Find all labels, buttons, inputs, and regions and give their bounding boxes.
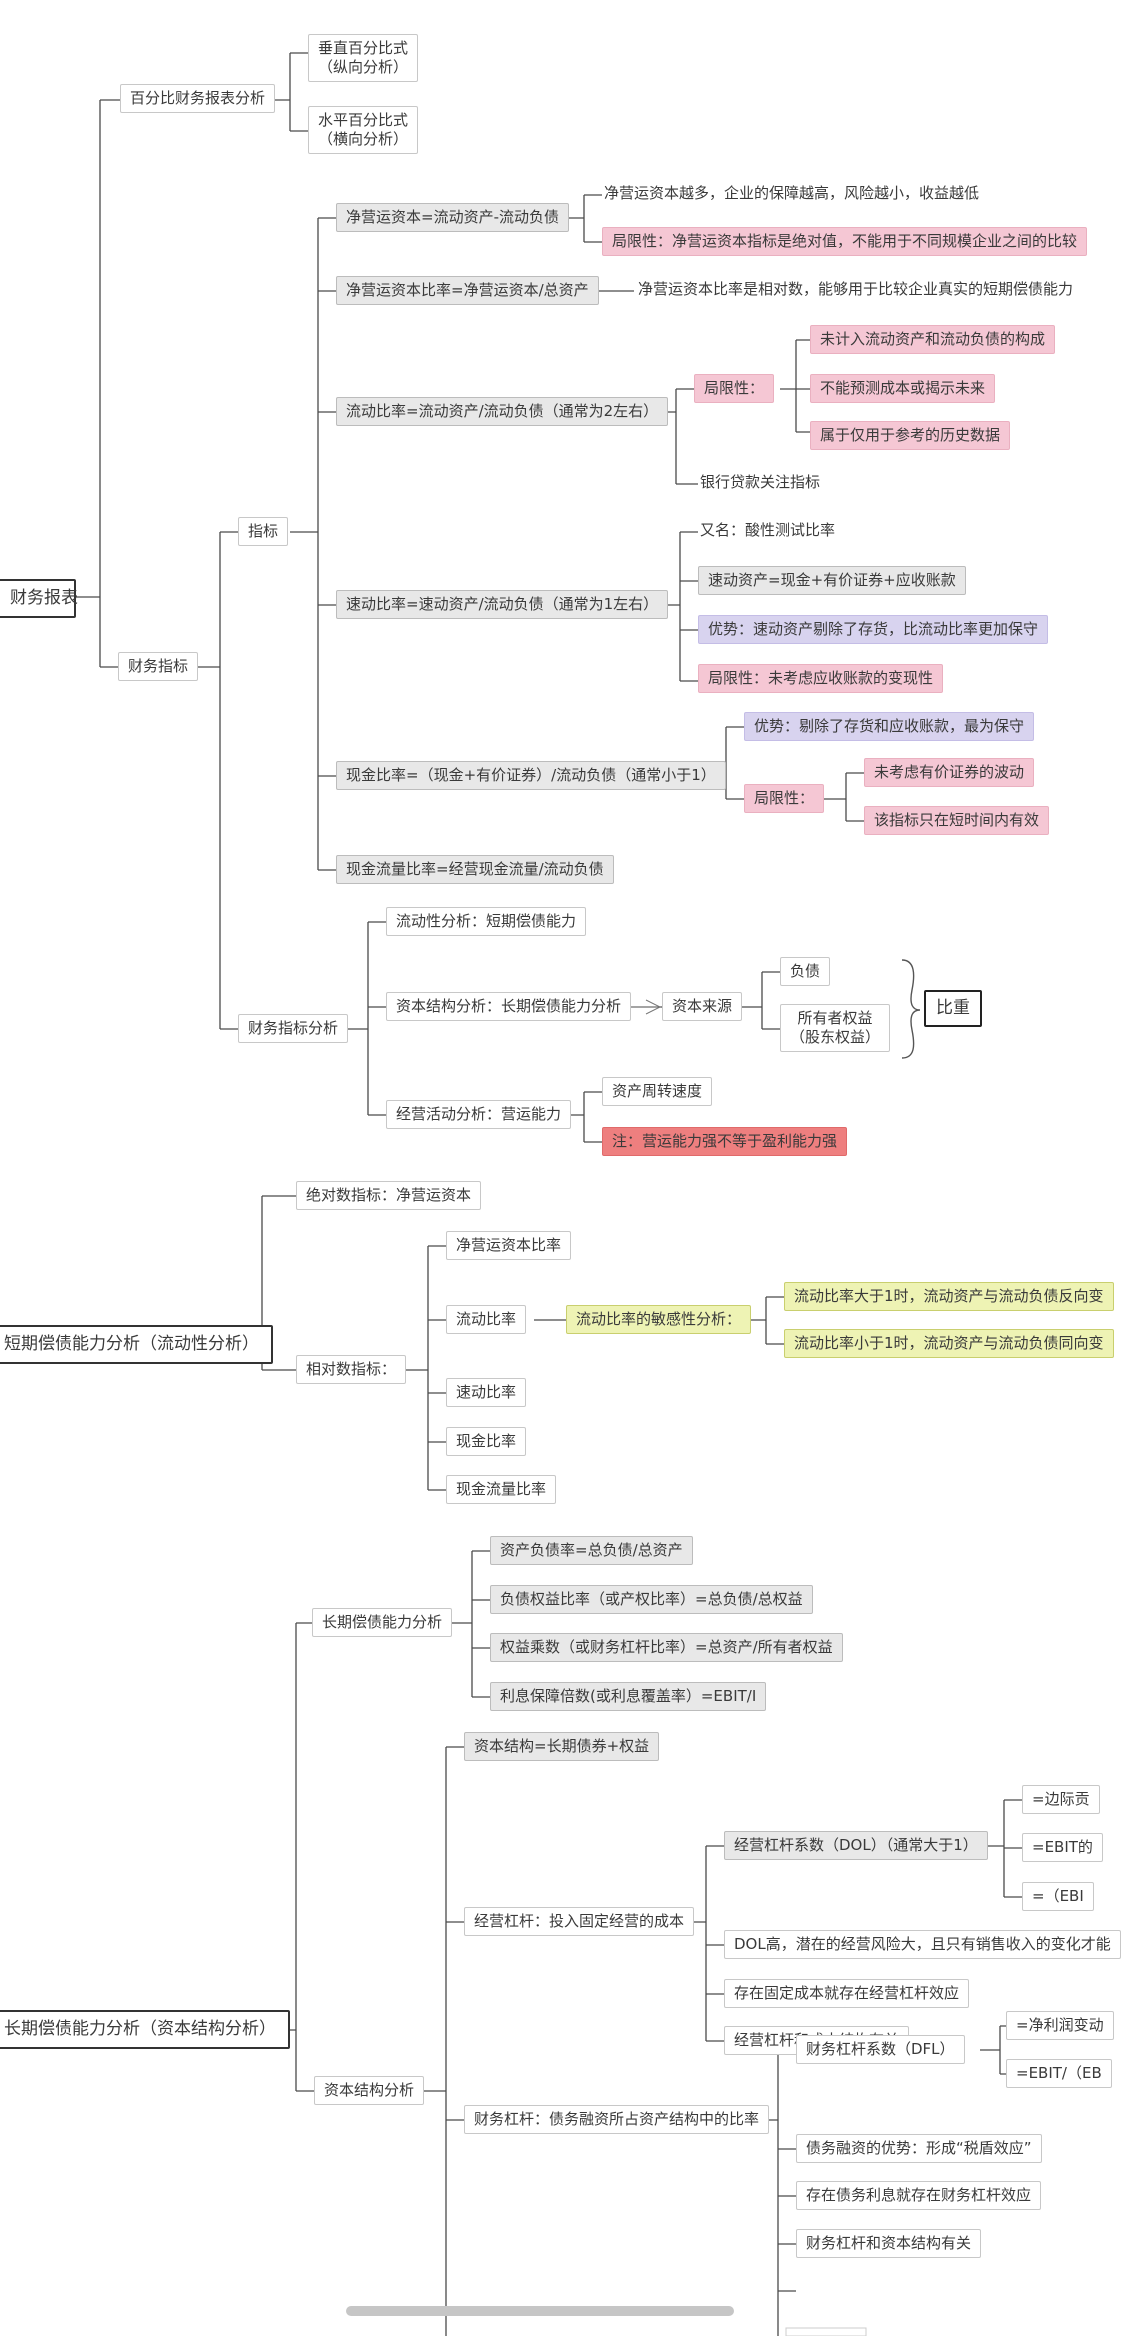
- node-nwc-limitation[interactable]: 局限性：净营运资本指标是绝对值，不能用于不同规模企业之间的比较: [602, 227, 1088, 256]
- node-dfl-formula-2[interactable]: =EBIT/（EB: [1006, 2059, 1112, 2088]
- node-capital-structure-formula[interactable]: 资本结构=长期债券+权益: [464, 1732, 660, 1761]
- node-quick-assets[interactable]: 速动资产=现金+有价证券+应收账款: [698, 566, 966, 595]
- node-capital-structure[interactable]: 资本结构分析: [314, 2076, 425, 2105]
- node-operating-note[interactable]: 注：营运能力强不等于盈利能力强: [602, 1127, 848, 1156]
- node-limit-forecast[interactable]: 不能预测成本或揭示未来: [810, 374, 996, 403]
- node-proportion[interactable]: 比重: [924, 990, 982, 1027]
- node-capital-structure-analysis[interactable]: 资本结构分析：长期偿债能力分析: [386, 992, 632, 1021]
- node-financial-leverage[interactable]: 财务杠杆：债务融资所占资产结构中的比率: [464, 2105, 770, 2134]
- node-cash-securities-volatility[interactable]: 未考虑有价证券的波动: [864, 758, 1035, 787]
- node-cash-limitation[interactable]: 局限性：: [744, 784, 825, 813]
- mind-map: 财务报表 百分比财务报表分析 垂直百分比式 （纵向分析） 水平百分比式 （横向分…: [0, 34, 1121, 2336]
- node-dol-risk[interactable]: DOL高，潜在的经营风险大，且只有销售收入的变化才能: [724, 1930, 1121, 1959]
- node-current-ratio[interactable]: 流动比率=流动资产/流动负债（通常为2左右）: [336, 397, 669, 426]
- node-ratio-above-one[interactable]: 流动比率大于1时，流动资产与流动负债反向变: [784, 1282, 1114, 1311]
- node-dfl-formula-1[interactable]: =净利润变动: [1006, 2011, 1114, 2040]
- node-ratio-below-one[interactable]: 流动比率小于1时，流动资产与流动负债同向变: [784, 1329, 1114, 1358]
- node-limit-historical[interactable]: 属于仅用于参考的历史数据: [810, 421, 1011, 450]
- node-dol-formula-2[interactable]: =EBIT的: [1022, 1833, 1103, 1862]
- node-cash-short-term[interactable]: 该指标只在短时间内有效: [864, 806, 1050, 835]
- node-indicators[interactable]: 指标: [238, 517, 289, 546]
- node-dol-formula-1[interactable]: =边际贡: [1022, 1785, 1100, 1814]
- node-bank-loan[interactable]: 银行贷款关注指标: [700, 473, 821, 491]
- node-rel-cash-flow-ratio[interactable]: 现金流量比率: [446, 1475, 557, 1504]
- node-current-ratio-limitation[interactable]: 局限性：: [694, 374, 775, 403]
- node-vertical-percentage[interactable]: 垂直百分比式 （纵向分析）: [308, 34, 419, 82]
- node-interest-coverage[interactable]: 利息保障倍数(或利息覆盖率）=EBIT/I: [490, 1682, 767, 1711]
- node-acid-test[interactable]: 又名：酸性测试比率: [700, 521, 836, 539]
- node-quick-advantage[interactable]: 优势：速动资产剔除了存货，比流动比率更加保守: [698, 615, 1049, 644]
- node-dol-formula-3[interactable]: =（EBI: [1022, 1882, 1094, 1911]
- node-dol[interactable]: 经营杠杆系数（DOL）（通常大于1）: [724, 1831, 988, 1860]
- root-node-financial-statements[interactable]: 财务报表: [0, 579, 78, 618]
- node-asset-turnover[interactable]: 资产周转速度: [602, 1077, 713, 1106]
- root-node-long-term-solvency[interactable]: 长期偿债能力分析（资本结构分析）: [0, 2010, 290, 2049]
- node-financial-indicators[interactable]: 财务指标: [118, 652, 199, 681]
- node-sensitivity-analysis[interactable]: 流动比率的敏感性分析：: [566, 1305, 752, 1334]
- node-indicator-analysis[interactable]: 财务指标分析: [238, 1014, 349, 1043]
- root-node-short-term-solvency[interactable]: 短期偿债能力分析（流动性分析）: [0, 1325, 273, 1364]
- node-capital-sources[interactable]: 资本来源: [662, 992, 743, 1021]
- node-quick-ratio[interactable]: 速动比率=速动资产/流动负债（通常为1左右）: [336, 590, 669, 619]
- node-equity-multiplier[interactable]: 权益乘数（或财务杠杆比率）=总资产/所有者权益: [490, 1633, 843, 1662]
- node-rel-current-ratio[interactable]: 流动比率: [446, 1305, 527, 1334]
- node-capital-structure-relation[interactable]: 财务杠杆和资本结构有关: [796, 2229, 982, 2258]
- node-horizontal-percentage[interactable]: 水平百分比式 （横向分析）: [308, 106, 419, 154]
- node-operating-leverage[interactable]: 经营杠杆：投入固定经营的成本: [464, 1907, 695, 1936]
- node-cash-ratio[interactable]: 现金比率=（现金+有价证券）/流动负债（通常小于1）: [336, 761, 726, 790]
- node-cash-advantage[interactable]: 优势：剔除了存货和应收账款，最为保守: [744, 712, 1035, 741]
- node-dfl[interactable]: 财务杠杆系数（DFL）: [796, 2035, 965, 2064]
- node-tax-shield[interactable]: 债务融资的优势：形成“税盾效应”: [796, 2134, 1042, 2163]
- node-nwc-ratio-note[interactable]: 净营运资本比率是相对数，能够用于比较企业真实的短期偿债能力: [638, 280, 1074, 298]
- node-relative-indicator[interactable]: 相对数指标：: [296, 1355, 407, 1384]
- brace: [901, 959, 921, 1059]
- node-rel-nwc-ratio[interactable]: 净营运资本比率: [446, 1231, 572, 1260]
- node-limit-composition[interactable]: 未计入流动资产和流动负债的构成: [810, 325, 1056, 354]
- node-absolute-indicator[interactable]: 绝对数指标：净营运资本: [296, 1181, 482, 1210]
- node-operating-analysis[interactable]: 经营活动分析：营运能力: [386, 1100, 572, 1129]
- node-interest-effect[interactable]: 存在债务利息就存在财务杠杆效应: [796, 2181, 1042, 2210]
- node-liquidity-analysis[interactable]: 流动性分析：短期偿债能力: [386, 907, 587, 936]
- node-quick-limitation[interactable]: 局限性：未考虑应收账款的变现性: [698, 664, 944, 693]
- node-debt-equity-ratio[interactable]: 负债权益比率（或产权比率）=总负债/总权益: [490, 1585, 813, 1614]
- node-long-term-solvency[interactable]: 长期偿债能力分析: [312, 1608, 453, 1637]
- node-fixed-cost-effect[interactable]: 存在固定成本就存在经营杠杆效应: [724, 1979, 970, 2008]
- node-percentage-statement-analysis[interactable]: 百分比财务报表分析: [120, 84, 276, 113]
- node-nwc-note[interactable]: 净营运资本越多，企业的保障越高，风险越小，收益越低: [604, 184, 980, 202]
- horizontal-scrollbar[interactable]: [346, 2306, 734, 2316]
- node-net-working-capital[interactable]: 净营运资本=流动资产-流动负债: [336, 203, 569, 232]
- node-nwc-ratio[interactable]: 净营运资本比率=净营运资本/总资产: [336, 276, 599, 305]
- node-liabilities[interactable]: 负债: [780, 957, 831, 986]
- node-debt-ratio[interactable]: 资产负债率=总负债/总资产: [490, 1536, 693, 1565]
- node-cash-flow-ratio[interactable]: 现金流量比率=经营现金流量/流动负债: [336, 855, 614, 884]
- node-owners-equity[interactable]: 所有者权益 （股东权益）: [780, 1004, 891, 1052]
- node-rel-cash-ratio[interactable]: 现金比率: [446, 1427, 527, 1456]
- node-rel-quick-ratio[interactable]: 速动比率: [446, 1378, 527, 1407]
